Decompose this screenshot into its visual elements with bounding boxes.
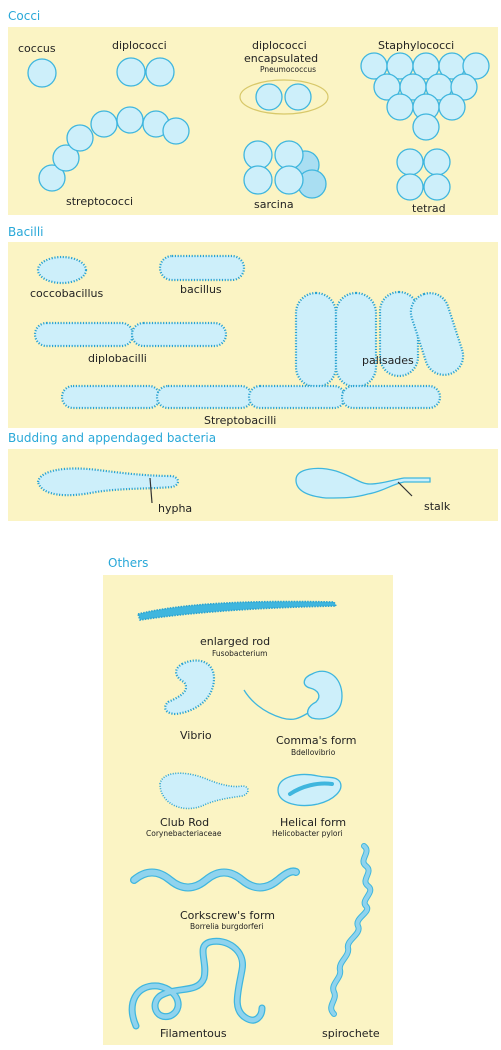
spirochete-label: spirochete	[322, 1027, 380, 1040]
coccobacillus-cell	[38, 257, 86, 283]
corynebacteriaceae-label: Corynebacteriaceae	[146, 829, 222, 838]
streptococci-label: streptococci	[66, 195, 133, 208]
bdellovibrio-label: Bdellovibrio	[291, 748, 336, 757]
others-heading: Others	[108, 556, 148, 570]
borrelia-burgdorferi-label: Borrelia burgdorferi	[190, 922, 263, 931]
filamentous-label: Filamentous	[160, 1027, 227, 1040]
cocci-heading: Cocci	[8, 9, 40, 23]
vibrio-label: Vibrio	[180, 729, 212, 742]
bacilli-heading: Bacilli	[8, 225, 44, 239]
corkscrews-form-label: Corkscrew's form	[180, 909, 275, 922]
tetrad-label: tetrad	[412, 202, 446, 215]
diplobacilli-label: diplobacilli	[88, 352, 147, 365]
staphylococci-label: Staphylococci	[378, 39, 454, 52]
enlarged-rod-label: enlarged rod	[200, 635, 270, 648]
coccus-cell	[28, 59, 56, 87]
sarcina-label: sarcina	[254, 198, 294, 211]
diplococci-encapsulated-label-2: encapsulated	[244, 52, 318, 65]
commas-form-label: Comma's form	[276, 734, 356, 747]
coccus-label: coccus	[18, 42, 56, 55]
fusobacterium-label: Fusobacterium	[212, 649, 267, 658]
diplococci-encapsulated-label-1: diplococci	[252, 39, 307, 52]
club-rod-label: Club Rod	[160, 816, 209, 829]
stalk-label: stalk	[424, 500, 451, 513]
helical-form-label: Helical form	[280, 816, 346, 829]
palisades-label: palisades	[362, 354, 414, 367]
coccobacillus-label: coccobacillus	[30, 287, 104, 300]
streptobacilli-label: Streptobacilli	[204, 414, 276, 427]
budding-heading: Budding and appendaged bacteria	[8, 431, 216, 445]
helicobacter-pylori-label: Helicobacter pylori	[272, 829, 343, 838]
bacillus-label: bacillus	[180, 283, 222, 296]
diplococci-label: diplococci	[112, 39, 167, 52]
pneumococcus-label: Pneumococcus	[260, 65, 316, 74]
bacillus-cell	[160, 256, 244, 280]
diplobacilli-cells	[35, 323, 226, 346]
hypha-label: hypha	[158, 502, 192, 515]
